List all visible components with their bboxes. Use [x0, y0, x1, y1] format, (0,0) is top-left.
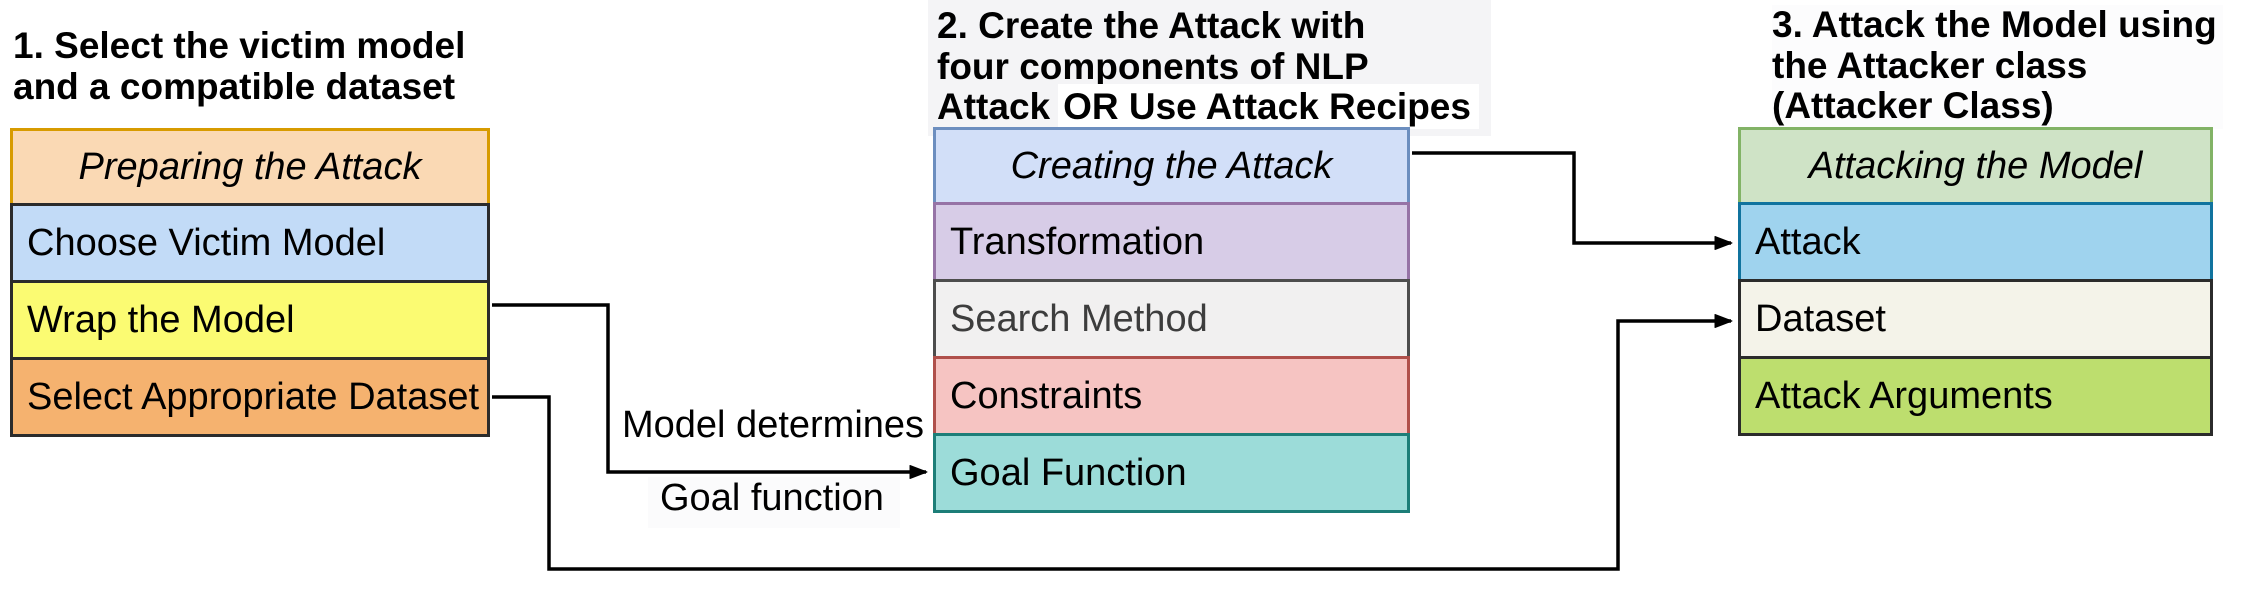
- constraints-row: Constraints: [933, 356, 1410, 436]
- attacking-the-model-box: Attacking the Model Attack Dataset Attac…: [1738, 127, 2213, 436]
- heading-line: the Attacker class: [1772, 44, 2088, 86]
- creating-the-attack-box: Creating the Attack Transformation Searc…: [933, 127, 1410, 513]
- attack-arguments-row: Attack Arguments: [1738, 356, 2213, 436]
- dataset-row: Dataset: [1738, 279, 2213, 359]
- goal-function-row: Goal Function: [933, 433, 1410, 513]
- step3-heading: 3. Attack the Model using the Attacker c…: [1772, 4, 2223, 130]
- step1-heading: 1. Select the victim model and a compati…: [13, 25, 466, 107]
- select-appropriate-dataset-row: Select Appropriate Dataset: [10, 357, 490, 437]
- creating-the-attack-header: Creating the Attack: [933, 127, 1410, 205]
- attacking-the-model-header: Attacking the Model: [1738, 127, 2213, 205]
- transformation-row: Transformation: [933, 202, 1410, 282]
- preparing-the-attack-box: Preparing the Attack Choose Victim Model…: [10, 128, 490, 437]
- heading-line: 3. Attack the Model using: [1772, 4, 2217, 45]
- choose-victim-model-row: Choose Victim Model: [10, 203, 490, 283]
- heading-line-part: Attack: [937, 86, 1051, 128]
- heading-line: four components of NLP: [937, 45, 1369, 87]
- search-method-row: Search Method: [933, 279, 1410, 359]
- heading-line: and a compatible dataset: [13, 65, 456, 107]
- attack-row: Attack: [1738, 202, 2213, 282]
- attack-recipes-note: OR Use Attack Recipes: [1058, 84, 1479, 130]
- heading-line: (Attacker Class): [1772, 85, 2054, 127]
- heading-line: 1. Select the victim model: [13, 25, 466, 66]
- step2-heading: 2. Create the Attack with four component…: [928, 0, 1491, 137]
- model-determines-label: Model determines: [622, 404, 925, 446]
- goal-function-label: Goal function: [648, 477, 900, 528]
- preparing-the-attack-header: Preparing the Attack: [10, 128, 490, 206]
- arrow-attack-to-attack: [1412, 151, 1733, 250]
- wrap-the-model-row: Wrap the Model: [10, 280, 490, 360]
- heading-line: 2. Create the Attack with: [937, 5, 1366, 46]
